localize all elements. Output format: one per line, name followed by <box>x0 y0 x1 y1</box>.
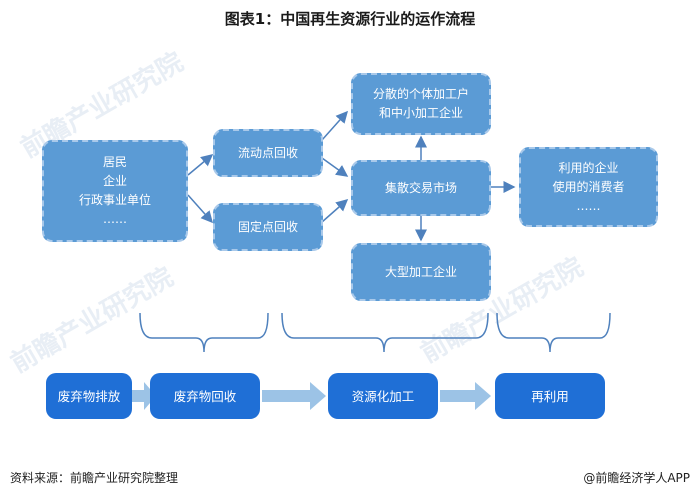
users-line1: 利用的企业 <box>558 160 619 175</box>
small-processors-box: 分散的个体加工户 和中小加工企业 <box>351 73 491 135</box>
source-institutions: 行政事业单位 <box>78 193 151 207</box>
chart-title: 图表1：中国再生资源行业的运作流程 <box>224 10 476 28</box>
small-processors-line2: 和中小加工企业 <box>378 106 463 120</box>
stage-recycle-label: 废弃物回收 <box>173 388 237 404</box>
market-box: 集散交易市场 <box>351 160 491 216</box>
bracket-discharge-recycle <box>139 312 269 353</box>
stage-process-label: 资源化加工 <box>351 388 415 404</box>
arrow-sources-to-mobile <box>187 154 214 176</box>
users-box: 利用的企业 使用的消费者 …… <box>519 147 658 227</box>
mobile-collection-box: 流动点回收 <box>213 129 323 177</box>
stage-reuse-label: 再利用 <box>531 388 569 404</box>
flow-arrow-3 <box>440 382 491 410</box>
source-residents: 居民 <box>102 155 127 169</box>
stage-discharge: 废弃物排放 <box>46 373 132 419</box>
source-more: …… <box>103 212 127 226</box>
stage-reuse: 再利用 <box>495 373 605 419</box>
arrow-mobile-to-market <box>321 157 349 177</box>
market-label: 集散交易市场 <box>384 180 457 195</box>
small-processors-line1: 分散的个体加工户 <box>372 87 469 101</box>
stage-discharge-label: 废弃物排放 <box>57 388 121 404</box>
stage-process: 资源化加工 <box>328 373 438 419</box>
arrow-sources-to-fixed <box>187 194 213 224</box>
source-note: 资料来源：前瞻产业研究院整理 <box>10 471 179 485</box>
large-processor-box: 大型加工企业 <box>351 243 491 301</box>
flow-arrow-2 <box>262 382 326 410</box>
source-enterprises: 企业 <box>102 174 127 188</box>
fixed-collection-box: 固定点回收 <box>213 203 323 251</box>
users-more: …… <box>576 198 601 213</box>
arrow-fixed-to-market <box>321 199 349 223</box>
fixed-collection-label: 固定点回收 <box>237 219 298 234</box>
bracket-process <box>281 312 489 353</box>
bracket-reuse <box>496 312 611 353</box>
brand-note: @前瞻经济学人APP <box>583 471 690 485</box>
large-processor-label: 大型加工企业 <box>384 264 457 279</box>
sources-box: 居民 企业 行政事业单位 …… <box>42 140 188 242</box>
users-line2: 使用的消费者 <box>552 179 625 194</box>
mobile-collection-label: 流动点回收 <box>237 145 298 160</box>
stage-recycle: 废弃物回收 <box>150 373 260 419</box>
arrow-mobile-to-small <box>321 110 348 141</box>
